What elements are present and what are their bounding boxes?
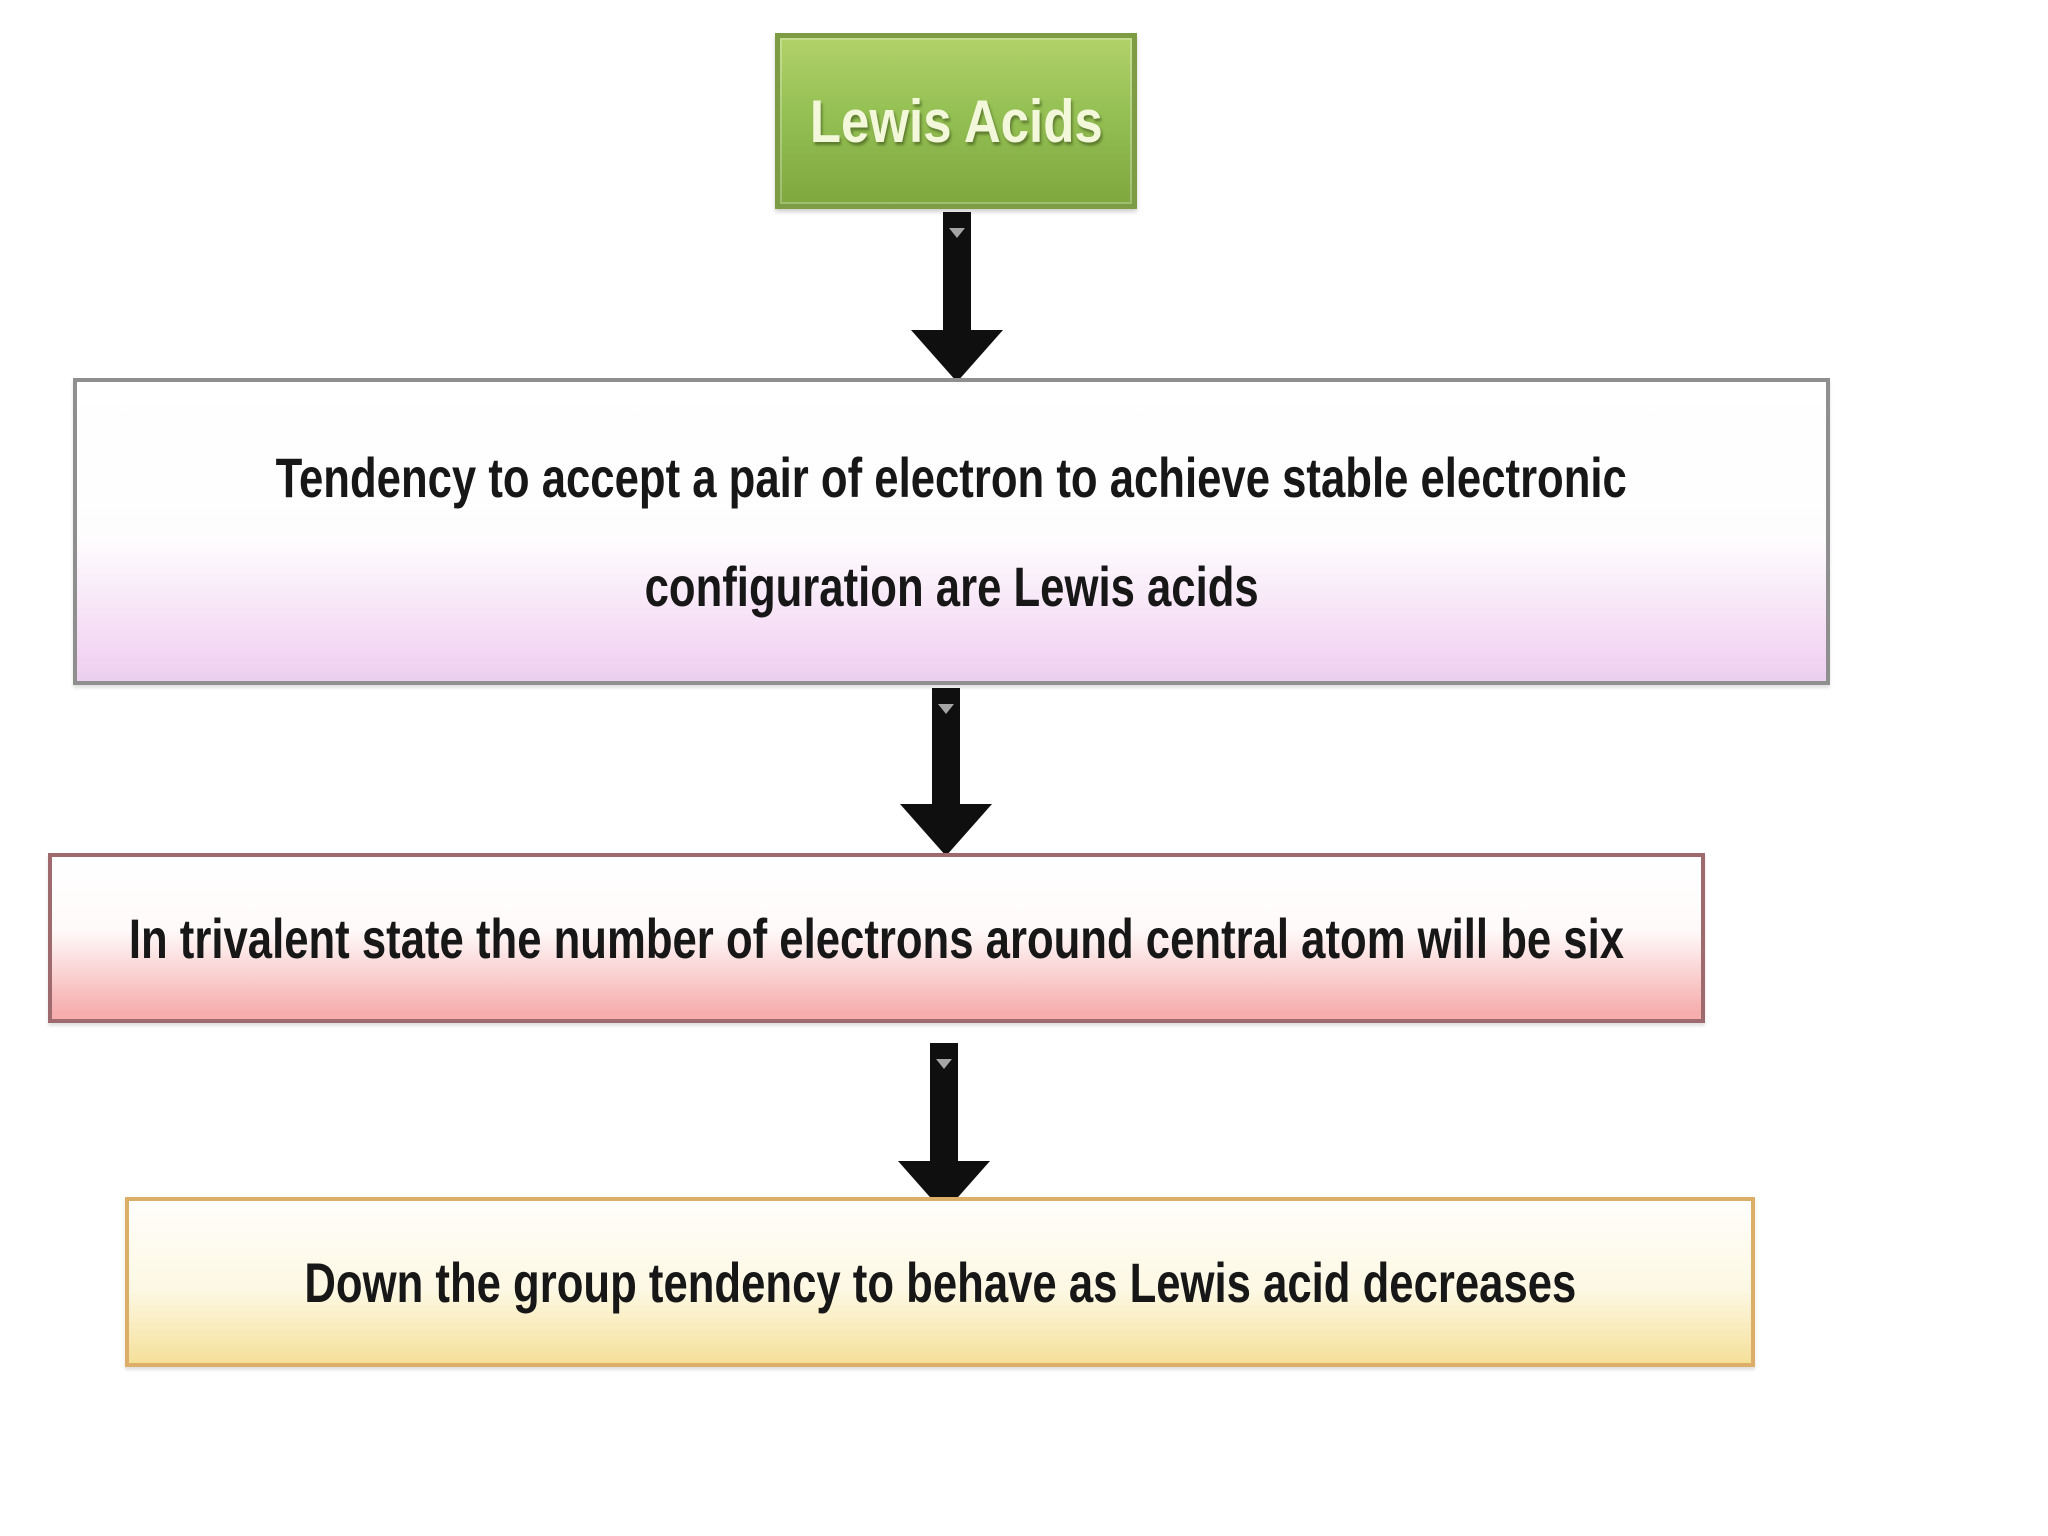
- arrow-shaft: [943, 212, 971, 330]
- down-arrow-icon-3: [898, 1043, 990, 1213]
- arrow-head: [911, 330, 1003, 382]
- arrow-shaft: [930, 1043, 958, 1161]
- node-definition-line-2: configuration are Lewis acids: [644, 554, 1259, 618]
- node-group-trend-label: Down the group tendency to behave as Lew…: [304, 1250, 1576, 1314]
- node-definition-line-1: Tendency to accept a pair of electron to…: [275, 445, 1628, 509]
- node-definition: Tendency to accept a pair of electron to…: [73, 378, 1830, 685]
- node-trivalent-state-label: In trivalent state the number of electro…: [128, 906, 1625, 970]
- node-trivalent-state: In trivalent state the number of electro…: [48, 853, 1705, 1023]
- node-lewis-acids: Lewis Acids: [775, 33, 1137, 209]
- down-arrow-icon-2: [900, 688, 992, 856]
- arrow-head: [900, 804, 992, 856]
- node-group-trend: Down the group tendency to behave as Lew…: [125, 1197, 1755, 1367]
- node-lewis-acids-label: Lewis Acids: [809, 87, 1103, 155]
- down-arrow-icon-1: [911, 212, 1003, 382]
- arrow-shaft: [932, 688, 960, 804]
